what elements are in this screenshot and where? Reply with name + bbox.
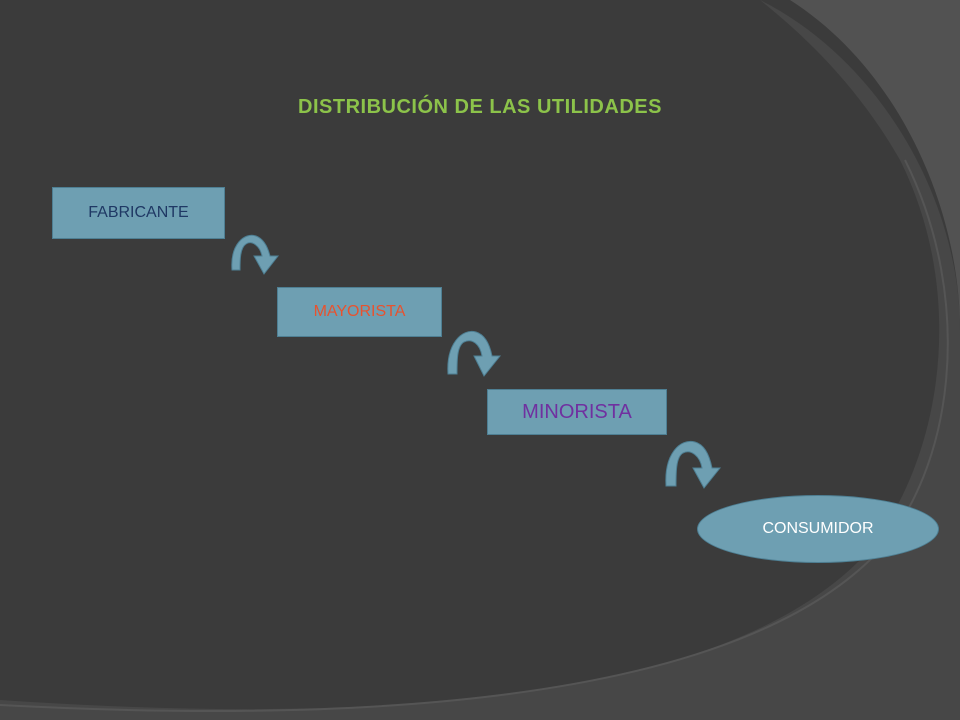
curved-arrow-3 (665, 440, 722, 489)
node-consumidor: CONSUMIDOR (697, 495, 939, 563)
background-swoosh-highlight (790, 0, 960, 330)
curved-arrow-2 (447, 330, 502, 377)
node-minorista-label: MINORISTA (522, 400, 632, 423)
node-mayorista-label: MAYORISTA (313, 303, 406, 320)
slide-title: DISTRIBUCIÓN DE LAS UTILIDADES (298, 96, 662, 118)
node-fabricante: FABRICANTE (52, 187, 225, 239)
node-fabricante-label: FABRICANTE (88, 204, 189, 221)
node-minorista: MINORISTA (487, 389, 667, 435)
node-mayorista: MAYORISTA (277, 287, 442, 337)
curved-arrow-1 (231, 234, 280, 275)
node-consumidor-label: CONSUMIDOR (762, 520, 874, 537)
background-arc-line (0, 159, 949, 713)
